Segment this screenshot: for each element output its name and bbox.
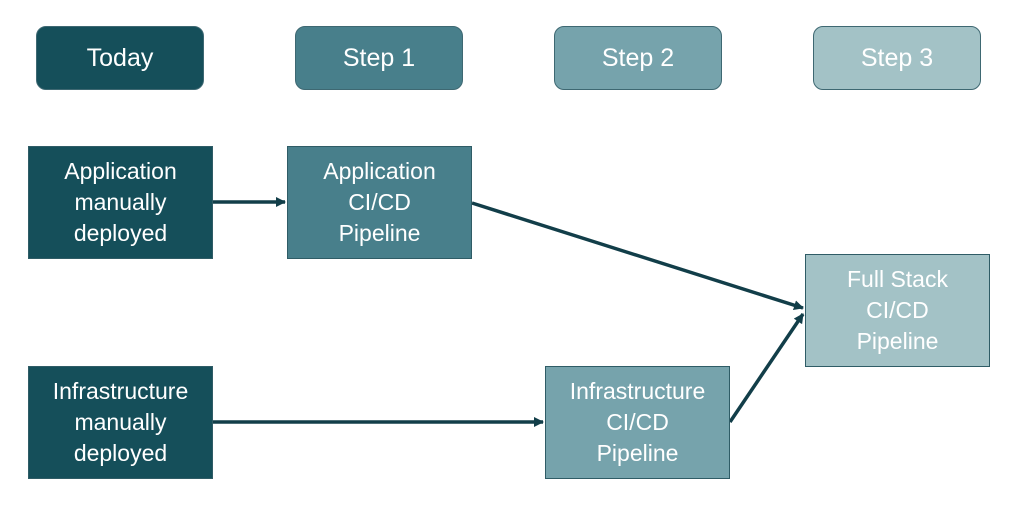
stage-header-step-1: Step 1 — [295, 26, 463, 90]
arrow-app-cicd-to-full-stack — [471, 201, 804, 311]
stage-header-step-3: Step 3 — [813, 26, 981, 90]
node-infrastructure-ci-cd-pipeline: Infrastructure CI/CD Pipeline — [545, 366, 730, 479]
node-infrastructure-manually-deployed: Infrastructure manually deployed — [28, 366, 213, 479]
node-application-ci-cd-pipeline: Application CI/CD Pipeline — [287, 146, 472, 259]
node-application-manually-deployed: Application manually deployed — [28, 146, 213, 259]
stage-header-step-2: Step 2 — [554, 26, 722, 90]
node-full-stack-ci-cd-pipeline: Full Stack CI/CD Pipeline — [805, 254, 990, 367]
stage-header-today: Today — [36, 26, 204, 90]
arrow-infra-cicd-to-full-stack — [728, 313, 805, 423]
